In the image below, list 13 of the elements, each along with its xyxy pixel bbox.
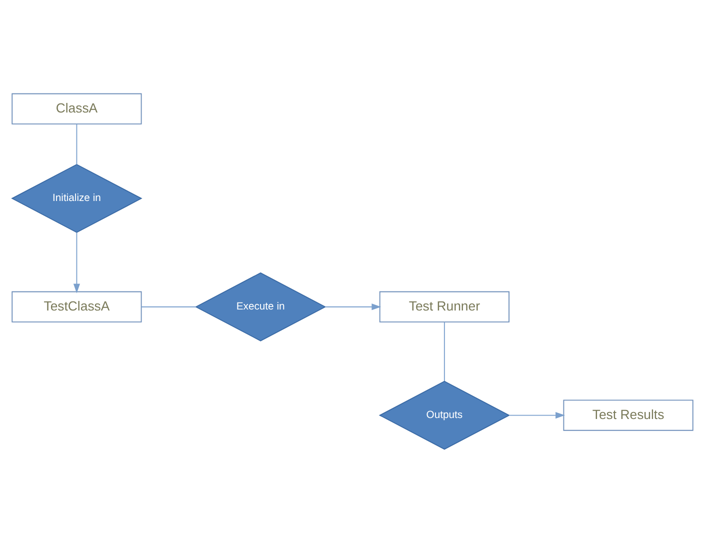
connector xyxy=(76,123,78,164)
node-box: Test Runner xyxy=(379,290,510,322)
arrow xyxy=(324,303,382,310)
node-diamond: Initialize in xyxy=(11,163,142,232)
node-box: Test Results xyxy=(563,399,694,430)
connector xyxy=(444,321,445,381)
connector xyxy=(140,306,196,307)
node-diamond: Execute in xyxy=(194,272,326,341)
node-box: ClassA xyxy=(12,92,142,124)
arrow xyxy=(73,232,80,293)
node-diamond: Outputs xyxy=(378,380,510,450)
node-box: TestClassA xyxy=(12,290,142,322)
arrow xyxy=(508,411,565,418)
